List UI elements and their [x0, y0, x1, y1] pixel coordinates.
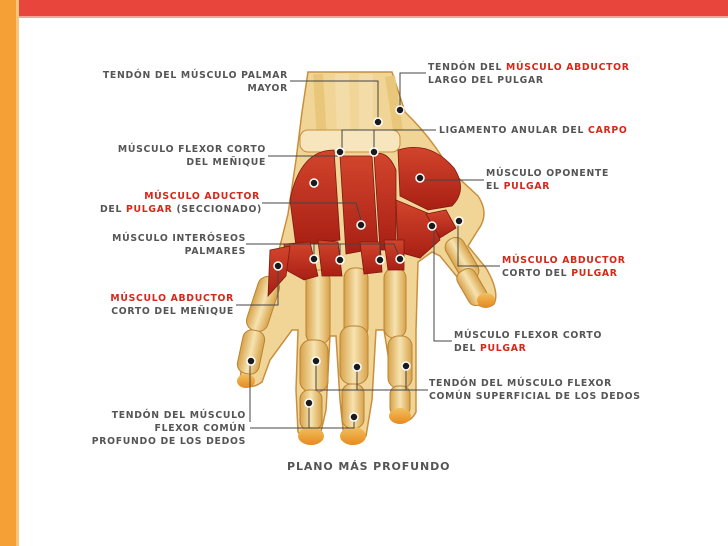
label-abductor-largo-line2: LARGO DEL PULGAR: [428, 75, 544, 86]
label-aductor-b: PULGAR: [126, 204, 173, 215]
label-interoseos-line1: MÚSCULO INTERÓSEOS: [112, 233, 246, 244]
label-flexor-pulgar-line1: MÚSCULO FLEXOR CORTO: [454, 330, 603, 341]
figure-caption: PLANO MÁS PROFUNDO: [287, 460, 451, 473]
label-abductor-menique: MÚSCULO ABDUCTOR CORTO DEL MEÑIQUE: [100, 292, 234, 318]
label-aductor-c: (SECCIONADO): [172, 204, 263, 215]
label-flexor-menique-line1: MÚSCULO FLEXOR CORTO: [117, 144, 266, 155]
label-interoseos: MÚSCULO INTERÓSEOS PALMARES: [100, 232, 246, 258]
label-flexor-superficial-line2: COMÚN SUPERFICIAL DE LOS DEDOS: [429, 391, 641, 402]
side-bar-highlight: [16, 0, 19, 546]
label-abductor-corto-pulgar-a: CORTO DEL: [502, 268, 572, 279]
label-oponente: MÚSCULO OPONENTE EL PULGAR: [486, 167, 609, 193]
header-bar-highlight: [0, 16, 728, 18]
label-flexor-menique: MÚSCULO FLEXOR CORTO DEL MEÑIQUE: [100, 143, 266, 169]
label-palmar-mayor-line2: MAYOR: [247, 83, 288, 94]
label-abductor-menique-line2: CORTO DEL MEÑIQUE: [111, 306, 234, 317]
label-flexor-profundo-line1: TENDÓN DEL MÚSCULO: [111, 410, 246, 421]
label-flexor-profundo-line2: FLEXOR COMÚN: [154, 423, 246, 434]
label-palmar-mayor-line1: TENDÓN DEL MÚSCULO PALMAR: [102, 70, 288, 81]
marker-dots: [246, 105, 464, 422]
label-abductor-largo-b: MÚSCULO ABDUCTOR: [506, 62, 630, 73]
label-abductor-corto-pulgar-b: PULGAR: [571, 268, 618, 279]
label-abductor-largo-a: TENDÓN DEL: [428, 62, 507, 73]
label-flexor-profundo-line3: PROFUNDO DE LOS DEDOS: [91, 436, 246, 447]
wrist-tendons: [299, 73, 403, 153]
label-ligamento-b: CARPO: [588, 125, 628, 136]
header-bar: [0, 0, 728, 16]
palm-muscles: [267, 147, 461, 298]
label-abductor-largo: TENDÓN DEL MÚSCULO ABDUCTOR LARGO DEL PU…: [428, 61, 630, 87]
label-interoseos-line2: PALMARES: [184, 246, 246, 257]
label-flexor-profundo: TENDÓN DEL MÚSCULO FLEXOR COMÚN PROFUNDO…: [90, 409, 246, 448]
label-aductor: MÚSCULO ADUCTOR DEL PULGAR (SECCIONADO): [100, 190, 263, 216]
label-ligamento-a: LIGAMENTO ANULAR DEL: [439, 125, 589, 136]
label-aductor-line1: MÚSCULO ADUCTOR: [144, 191, 260, 202]
label-oponente-a: EL: [486, 181, 504, 192]
label-palmar-mayor: TENDÓN DEL MÚSCULO PALMAR MAYOR: [100, 69, 288, 95]
label-ligamento: LIGAMENTO ANULAR DEL CARPO: [439, 124, 627, 137]
label-oponente-line1: MÚSCULO OPONENTE: [486, 168, 610, 179]
label-flexor-pulgar-a: DEL: [454, 343, 481, 354]
label-oponente-b: PULGAR: [503, 181, 551, 192]
label-flexor-menique-line2: DEL MEÑIQUE: [186, 157, 266, 168]
label-flexor-superficial: TENDÓN DEL MÚSCULO FLEXOR COMÚN SUPERFIC…: [429, 377, 641, 403]
label-abductor-menique-line1: MÚSCULO ABDUCTOR: [110, 293, 234, 304]
label-flexor-pulgar-b: PULGAR: [480, 343, 527, 354]
label-aductor-a: DEL: [100, 204, 127, 215]
label-abductor-corto-pulgar: MÚSCULO ABDUCTOR CORTO DEL PULGAR: [502, 254, 626, 280]
label-abductor-corto-pulgar-line1: MÚSCULO ABDUCTOR: [502, 255, 626, 266]
label-flexor-pulgar: MÚSCULO FLEXOR CORTO DEL PULGAR: [454, 329, 602, 355]
label-flexor-superficial-line1: TENDÓN DEL MÚSCULO FLEXOR: [429, 378, 612, 389]
side-bar: [0, 0, 16, 546]
